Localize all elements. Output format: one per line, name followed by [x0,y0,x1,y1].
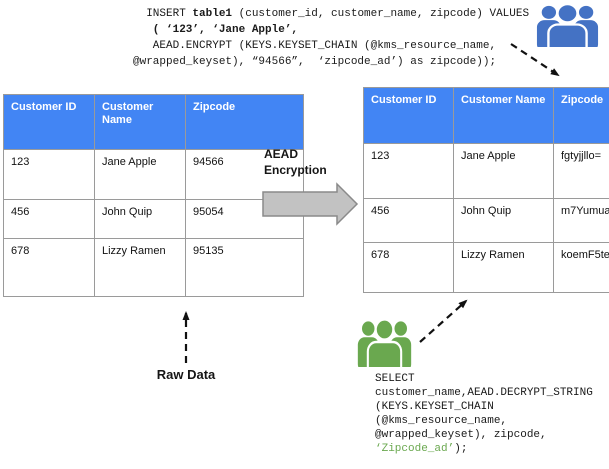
raw-data-label: Raw Data [156,367,216,382]
code-line: @wrapped_keyset), zipcode, [375,428,593,442]
users-group-icon-green [357,318,412,367]
code-segment: (@kms_resource_name, [375,415,508,427]
table-cell: 95054 [185,199,304,239]
table-cell: 456 [3,199,95,239]
select-sql-code: SELECT customer_name,AEAD.DECRYPT_STRING (… [375,372,593,456]
table-cell: 123 [3,149,95,200]
code-segment: SELECT [375,373,415,385]
code-line: @wrapped_keyset), “94566”, ‘zipcode_ad’)… [133,54,529,70]
table-cell: Jane Apple [94,149,186,200]
table-cell: koemF5ter= [553,242,609,293]
column-header: Customer Name [453,87,554,144]
table-cell: John Quip [94,199,186,239]
code-line: AEAD.ENCRYPT (KEYS.KEYSET_CHAIN (@kms_re… [133,38,529,54]
column-header: Zipcode [553,87,609,144]
code-segment: ( ‘123’, ‘Jane Apple’, [133,24,299,36]
table-cell: m7Yumuawqry [553,198,609,243]
code-segment: @wrapped_keyset), zipcode, [375,429,547,441]
code-segment: ‘Zipcode_ad’ [375,443,455,455]
column-header: Customer ID [3,94,95,150]
code-line: (KEYS.KEYSET_CHAIN [375,400,593,414]
code-segment: table1 [192,8,233,20]
table-cell: 95135 [185,238,304,297]
code-segment: customer_name,AEAD.DECRYPT_STRING [375,387,593,399]
code-line: customer_name,AEAD.DECRYPT_STRING [375,386,593,400]
insert-sql-code: INSERT table1 (customer_id, customer_nam… [133,6,529,70]
table-cell: fgtyjjllo= [553,143,609,199]
code-line: ( ‘123’, ‘Jane Apple’, [133,22,529,38]
code-segment: AEAD.ENCRYPT (KEYS.KEYSET_CHAIN (@kms_re… [133,40,497,52]
code-line: SELECT [375,372,593,386]
code-line: INSERT table1 (customer_id, customer_nam… [133,6,529,22]
aead-encryption-label: AEAD Encryption [264,147,327,177]
select-flow-dashed-arrow [419,299,468,343]
code-segment: INSERT [133,8,193,20]
table-cell: Lizzy Ramen [453,242,554,293]
table-cell: 678 [3,238,95,297]
table-cell: Lizzy Ramen [94,238,186,297]
table-cell: 456 [363,198,454,243]
table-cell: 123 [363,143,454,199]
code-segment: @wrapped_keyset), “94566”, ‘zipcode_ad’)… [133,56,497,68]
code-segment: (customer_id, customer_name, zipcode) VA… [232,8,530,20]
table-cell: 678 [363,242,454,293]
column-header: Zipcode [185,94,304,150]
table-cell: John Quip [453,198,554,243]
code-line: ‘Zipcode_ad’); [375,442,593,456]
users-group-icon-blue [536,3,599,47]
code-line: (@kms_resource_name, [375,414,593,428]
table-cell: Jane Apple [453,143,554,199]
column-header: Customer ID [363,87,454,144]
column-header: Customer Name [94,94,186,150]
code-segment: (KEYS.KEYSET_CHAIN [375,401,494,413]
code-segment: ); [454,443,468,455]
